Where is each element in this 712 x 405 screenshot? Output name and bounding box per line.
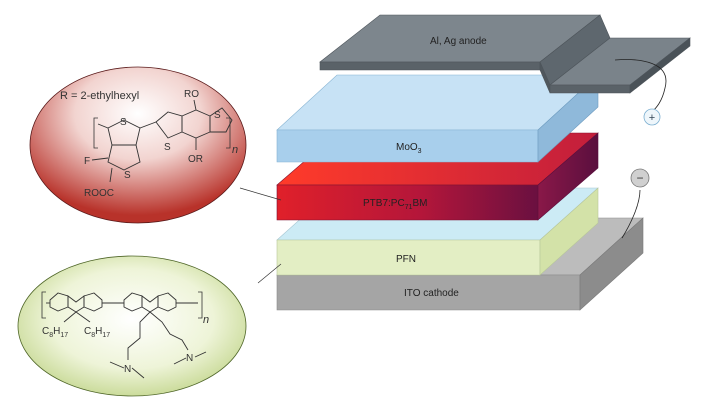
pfn-c8-left-c: C: [42, 326, 49, 337]
pfn-n-atom-1: N: [124, 364, 131, 375]
pfn-structure-bubble: n C8H17 C8H17 N N: [17, 255, 247, 397]
pfn-c8-left-sub: 8: [49, 332, 53, 339]
active-label-sub: 71: [405, 204, 413, 211]
pfn-c8h17-right: C8H17: [84, 326, 110, 339]
pfn-c8h17-left: C8H17: [42, 326, 68, 339]
negative-terminal: −: [630, 168, 650, 188]
moo3-label: MoO3: [396, 142, 422, 155]
positive-terminal-sign: +: [649, 112, 655, 124]
ptb7-or-group: OR: [188, 154, 203, 165]
moo3-label-main: MoO: [396, 142, 418, 153]
pfn-c8-left-h: H: [53, 326, 60, 337]
negative-terminal-sign: −: [636, 171, 643, 185]
active-label: PTB7:PC71BM: [363, 198, 427, 211]
anode-label: Al, Ag anode: [430, 36, 487, 47]
ptb7-repeat-n: n: [232, 144, 238, 156]
negative-wire: [621, 189, 641, 239]
ptb7-rooc-group: ROOC: [84, 188, 114, 199]
ptb7-r-definition: R = 2-ethylhexyl: [60, 90, 139, 102]
pfn-pointer-line: [257, 263, 282, 284]
pfn-c8-left-sub2: 17: [60, 332, 68, 339]
moo3-label-sub: 3: [418, 148, 422, 155]
pfn-c8-right-sub2: 17: [102, 332, 110, 339]
ptb7-f-atom: F: [84, 156, 90, 167]
moo3-layer: MoO3: [276, 74, 599, 163]
pfn-label: PFN: [396, 254, 416, 265]
pfn-c8-right-h: H: [95, 326, 102, 337]
active-label-tail: BM: [412, 198, 427, 209]
ptb7-s-atom-1: S: [120, 117, 127, 128]
active-label-main: PTB7:PC: [363, 198, 405, 209]
ptb7-s-atom-4: S: [214, 110, 221, 121]
positive-wire: [614, 59, 667, 113]
ptb7-s-atom-2: S: [124, 170, 131, 181]
ptb7-structure-bubble: R = 2-ethylhexyl n S S F ROOC S S RO OR: [29, 66, 247, 224]
pfn-n-atom-2: N: [186, 353, 193, 364]
ptb7-pointer-line: [239, 187, 282, 201]
pfn-c8-right-c: C: [84, 326, 91, 337]
pfn-c8-right-sub: 8: [91, 332, 95, 339]
positive-terminal: +: [643, 108, 661, 126]
anode-layer: Al, Ag anode: [319, 14, 691, 94]
ito-label: ITO cathode: [404, 288, 459, 299]
ptb7-ro-group: RO: [184, 89, 199, 100]
pfn-repeat-n: n: [203, 314, 209, 326]
ptb7-s-atom-3: S: [164, 142, 171, 153]
